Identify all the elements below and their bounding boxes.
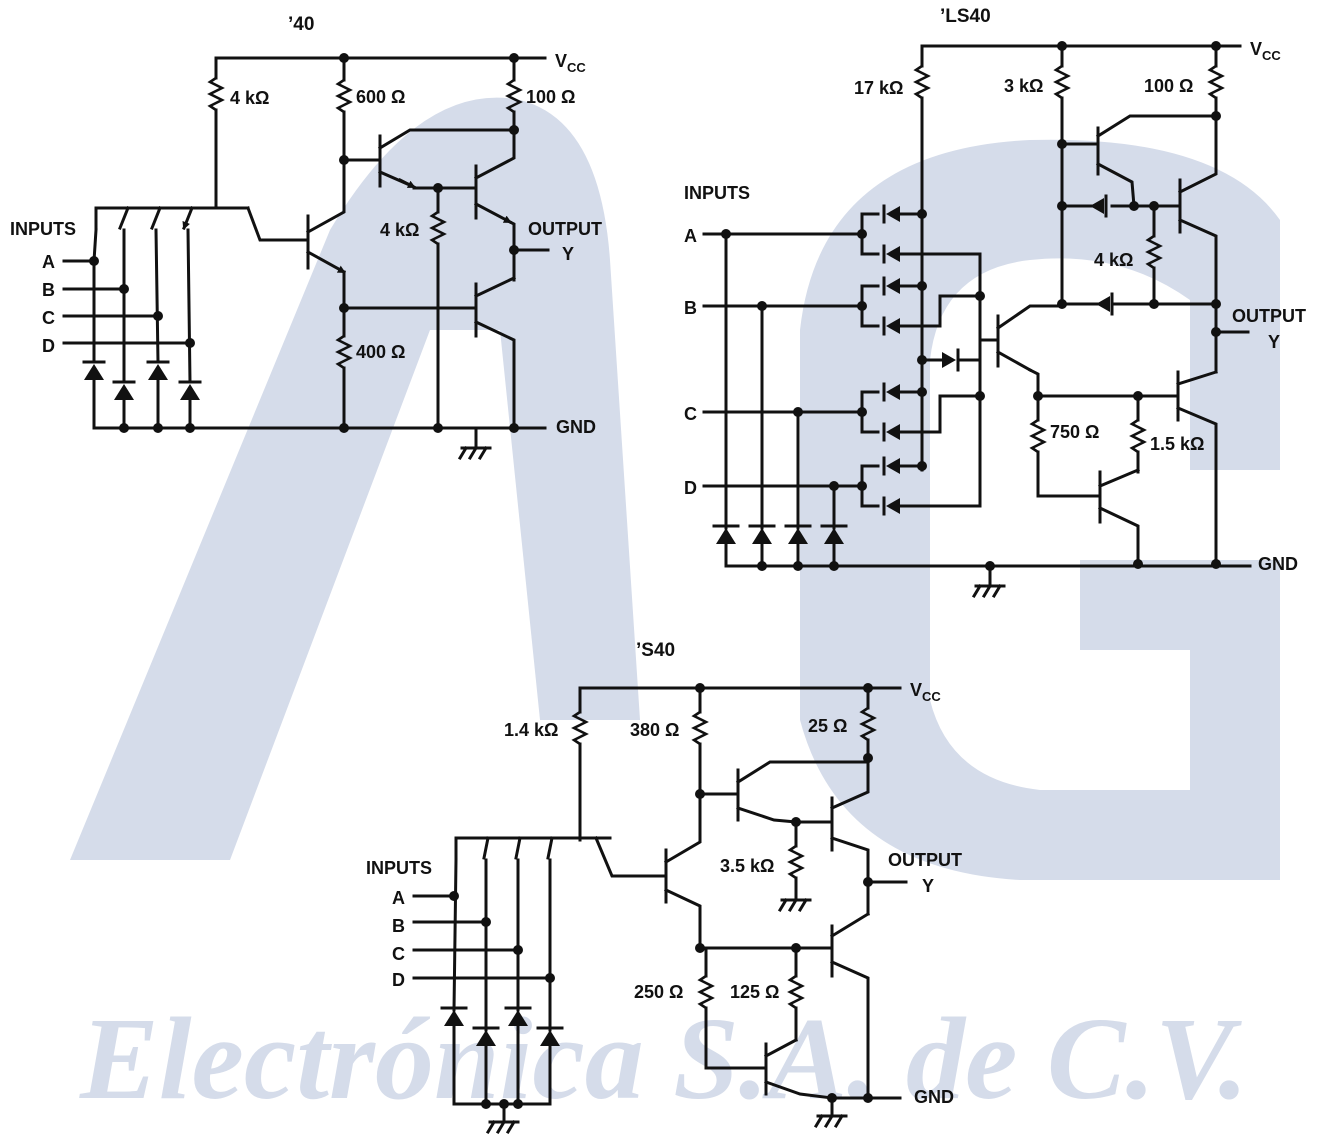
watermark-text: Electrónica S.A. de C.V. (79, 993, 1248, 1124)
circuit-ls40-vcc-label: VCC (1250, 39, 1281, 63)
circuit-40-output-pin: Y (562, 244, 574, 264)
circuit-s40-input-d: D (392, 970, 405, 990)
circuit-ls40-input-a: A (684, 226, 697, 246)
circuit-ls40-r5-label: 750 Ω (1050, 422, 1099, 442)
circuit-40-vcc-label: VCC (555, 51, 586, 75)
circuit-s40-output-pin: Y (922, 876, 934, 896)
circuit-s40-r6-label: 125 Ω (730, 982, 779, 1002)
circuit-s40-r1-label: 1.4 kΩ (504, 720, 558, 740)
circuit-s40-vcc-label: VCC (910, 680, 941, 704)
circuit-ls40-input-c: C (684, 404, 697, 424)
circuit-ls40: ’LS40 VCC 17 kΩ 3 kΩ 100 Ω 4 kΩ (684, 6, 1306, 599)
circuit-40-r1-label: 4 kΩ (230, 88, 269, 108)
circuit-s40-r5-label: 250 Ω (634, 982, 683, 1002)
circuit-ls40-r4-label: 4 kΩ (1094, 250, 1133, 270)
circuit-40-title: ’40 (288, 14, 314, 35)
circuit-s40-input-a: A (392, 888, 405, 908)
circuit-ls40-r2-label: 3 kΩ (1004, 76, 1043, 96)
circuit-40-r4-label: 4 kΩ (380, 220, 419, 240)
circuit-s40-title: ’S40 (636, 640, 675, 661)
circuit-ls40-inputs-label: INPUTS (684, 183, 750, 203)
circuit-ls40-r6-label: 1.5 kΩ (1150, 434, 1204, 454)
circuit-40-clamp-diodes (82, 360, 202, 400)
circuit-ls40-gnd-label: GND (1258, 554, 1298, 574)
circuit-s40-r4-label: 3.5 kΩ (720, 856, 774, 876)
circuit-ls40-input-b: B (684, 298, 697, 318)
circuit-ls40-clamp-diodes (712, 524, 848, 544)
circuit-40-inputs-label: INPUTS (10, 219, 76, 239)
circuit-ls40-r1-label: 17 kΩ (854, 78, 903, 98)
circuit-40-gnd-label: GND (556, 417, 596, 437)
circuit-40-input-a: A (42, 252, 55, 272)
circuit-s40: ’S40 VCC 1.4 kΩ 380 Ω 25 Ω INPUTS A B C … (366, 640, 962, 1135)
circuit-ls40-input-diodes (860, 204, 985, 516)
circuit-40-input-d: D (42, 336, 55, 356)
circuit-s40-input-b: B (392, 916, 405, 936)
circuit-40-input-b: B (42, 280, 55, 300)
circuit-s40-inputs-label: INPUTS (366, 858, 432, 878)
circuit-s40-output-label: OUTPUT (888, 850, 962, 870)
watermark: Electrónica S.A. de C.V. (70, 97, 1280, 1124)
circuit-40-r2-label: 600 Ω (356, 87, 405, 107)
circuit-ls40-input-d: D (684, 478, 697, 498)
watermark-logo (70, 97, 1280, 880)
circuit-40: ’40 VCC 4 kΩ 600 Ω 100 Ω INPUTS A B C D (10, 14, 602, 461)
circuit-ls40-title: ’LS40 (940, 6, 991, 27)
circuit-s40-r3-label: 25 Ω (808, 716, 847, 736)
circuit-40-r5-label: 400 Ω (356, 342, 405, 362)
circuit-ls40-output-label: OUTPUT (1232, 306, 1306, 326)
circuit-40-input-c: C (42, 308, 55, 328)
circuit-ls40-r3-label: 100 Ω (1144, 76, 1193, 96)
circuit-s40-r2-label: 380 Ω (630, 720, 679, 740)
circuit-s40-clamp-diodes (440, 1006, 564, 1046)
circuit-40-output-label: OUTPUT (528, 219, 602, 239)
circuit-s40-gnd-label: GND (914, 1087, 954, 1107)
circuit-40-r3-label: 100 Ω (526, 87, 575, 107)
circuit-s40-input-c: C (392, 944, 405, 964)
circuit-ls40-output-pin: Y (1268, 332, 1280, 352)
